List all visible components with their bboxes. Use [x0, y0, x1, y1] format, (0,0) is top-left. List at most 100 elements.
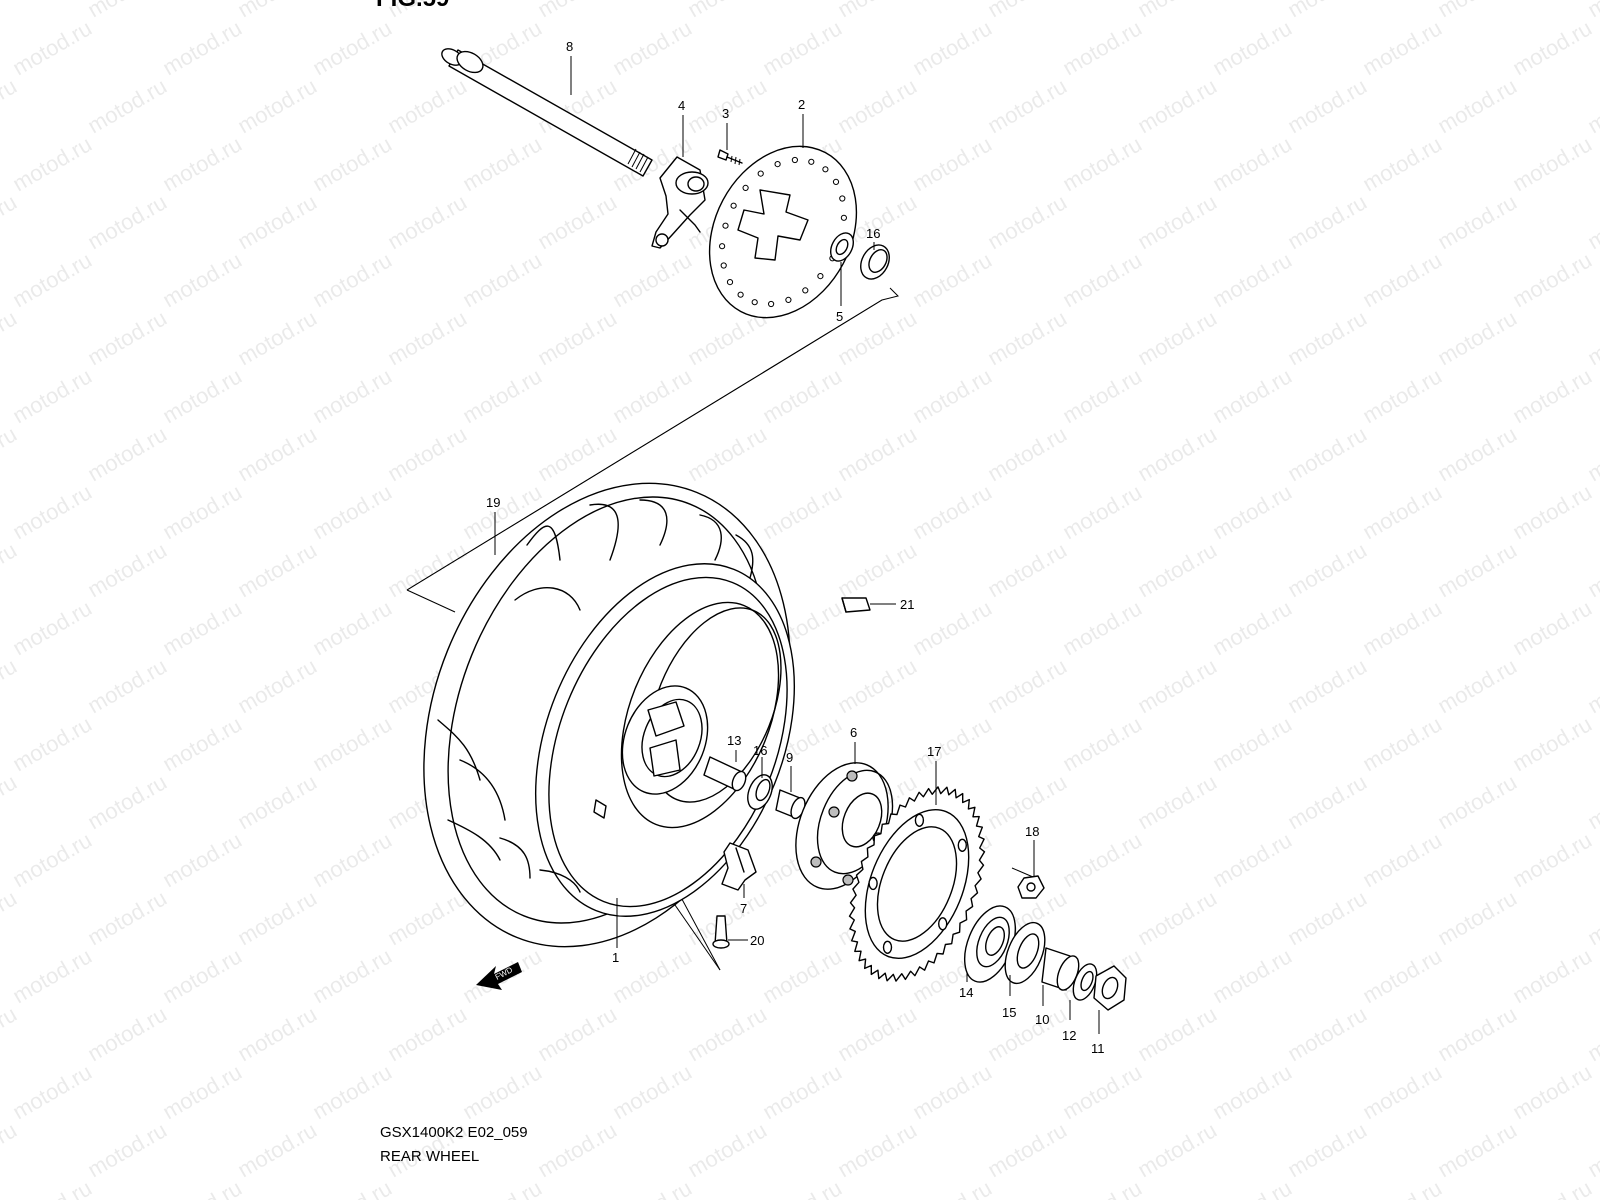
watermark-text: motod.ru — [1433, 0, 1521, 22]
watermark-text: motod.ru — [833, 305, 921, 370]
watermark-text: motod.ru — [158, 711, 246, 776]
watermark-text: motod.ru — [308, 247, 396, 312]
watermark-text: motod.ru — [608, 1175, 696, 1200]
callout-8: 8 — [566, 39, 573, 54]
watermark-text: motod.ru — [833, 1001, 921, 1066]
callout-5: 5 — [836, 309, 843, 324]
watermark-text: motod.ru — [83, 653, 171, 718]
watermark-text: motod.ru — [1508, 247, 1596, 312]
watermark-text: motod.ru — [0, 189, 21, 254]
watermark-text: motod.ru — [1208, 15, 1296, 80]
callout-17: 17 — [927, 744, 941, 759]
watermark-text: motod.ru — [158, 363, 246, 428]
figure-title: FIG.59 — [376, 0, 449, 12]
watermark-text: motod.ru — [308, 711, 396, 776]
rear-sprocket-part — [848, 786, 986, 982]
watermark-text: motod.ru — [8, 595, 96, 660]
callout-3: 3 — [722, 106, 729, 121]
watermark-text: motod.ru — [1358, 247, 1446, 312]
watermark-text: motod.ru — [1583, 885, 1600, 950]
watermark-text: motod.ru — [1283, 885, 1371, 950]
watermark-text: motod.ru — [833, 0, 921, 22]
watermark-text: motod.ru — [983, 73, 1071, 138]
watermark-text: motod.ru — [758, 363, 846, 428]
disc-hole — [817, 273, 824, 280]
disc-hole — [722, 222, 729, 229]
watermark-text: motod.ru — [1283, 189, 1371, 254]
watermark-text: motod.ru — [1508, 943, 1596, 1008]
watermark-text: motod.ru — [158, 1059, 246, 1124]
rear-wheel-part — [423, 482, 796, 948]
watermark-text: motod.ru — [533, 421, 621, 486]
balance-weight-part — [841, 597, 871, 613]
watermark-text: motod.ru — [0, 1001, 21, 1066]
watermark-text: motod.ru — [0, 305, 21, 370]
watermark-text: motod.ru — [1283, 305, 1371, 370]
watermark-text: motod.ru — [0, 421, 21, 486]
watermark-text: motod.ru — [8, 1175, 96, 1200]
callout-21: 21 — [900, 597, 914, 612]
drum-spacer-part — [1041, 947, 1080, 991]
model-code: GSX1400K2 E02_059 — [380, 1124, 528, 1141]
watermark-text: motod.ru — [233, 421, 321, 486]
watermark-text: motod.ru — [158, 131, 246, 196]
callout-labels: 8 4 3 2 16 5 19 21 13 16 9 6 17 — [486, 39, 1105, 1056]
watermark-text: motod.ru — [1133, 0, 1221, 22]
watermark-text: motod.ru — [8, 247, 96, 312]
watermark-text: motod.ru — [983, 1001, 1071, 1066]
watermark-text: motod.ru — [1133, 73, 1221, 138]
watermark-text: motod.ru — [533, 189, 621, 254]
watermark-text: motod.ru — [158, 1175, 246, 1200]
washer-part — [1072, 963, 1098, 1001]
watermark-text: motod.ru — [1583, 653, 1600, 718]
watermark-text: motod.ru — [0, 0, 21, 22]
watermark-text: motod.ru — [233, 305, 321, 370]
watermark-text: motod.ru — [1058, 827, 1146, 892]
watermark-text: motod.ru — [1358, 131, 1446, 196]
watermark-text: motod.ru — [1133, 769, 1221, 834]
watermark-text: motod.ru — [983, 421, 1071, 486]
watermark-text: motod.ru — [458, 131, 546, 196]
watermark-text: motod.ru — [1058, 1059, 1146, 1124]
watermark-text: motod.ru — [83, 189, 171, 254]
watermark-text: motod.ru — [383, 73, 471, 138]
disc-hole — [839, 195, 846, 202]
cush-damper-part — [721, 842, 757, 891]
watermark-text: motod.ru — [983, 189, 1071, 254]
watermark-text: motod.ru — [833, 653, 921, 718]
watermark-text: motod.ru — [383, 885, 471, 950]
watermark-text: motod.ru — [308, 15, 396, 80]
watermark-text: motod.ru — [833, 537, 921, 602]
callout-6: 6 — [850, 725, 857, 740]
watermark-text: motod.ru — [1058, 1175, 1146, 1200]
hub-spacer-part — [703, 756, 747, 792]
watermark-text: motod.ru — [683, 421, 771, 486]
watermark-text: motod.ru — [908, 479, 996, 544]
watermark-text: motod.ru — [1508, 595, 1596, 660]
callout-1: 1 — [612, 950, 619, 965]
watermark-text: motod.ru — [1283, 1117, 1371, 1182]
disc-hole — [802, 287, 809, 294]
axle-nut-part — [1093, 965, 1127, 1011]
watermark-text: motod.ru — [758, 1175, 846, 1200]
watermark-text: motod.ru — [1508, 711, 1596, 776]
watermark-text: motod.ru — [83, 421, 171, 486]
disc-hole — [768, 300, 775, 308]
watermark-text: motod.ru — [308, 595, 396, 660]
watermark-text: motod.ru — [1508, 131, 1596, 196]
watermark-text: motod.ru — [1433, 1001, 1521, 1066]
disc-hole — [840, 214, 848, 221]
watermark-text: motod.ru — [1508, 363, 1596, 428]
watermark-text: motod.ru — [533, 305, 621, 370]
watermark-text: motod.ru — [1058, 711, 1146, 776]
watermark-text: motod.ru — [8, 15, 96, 80]
sprocket-hole — [882, 940, 893, 954]
callout-13: 13 — [727, 733, 741, 748]
watermark-text: motod.ru — [1133, 885, 1221, 950]
watermark-text: motod.ru — [8, 131, 96, 196]
disc-hole — [720, 262, 727, 269]
watermark-text: motod.ru — [1058, 595, 1146, 660]
watermark-text: motod.ru — [1583, 0, 1600, 22]
disc-hole — [808, 158, 815, 165]
